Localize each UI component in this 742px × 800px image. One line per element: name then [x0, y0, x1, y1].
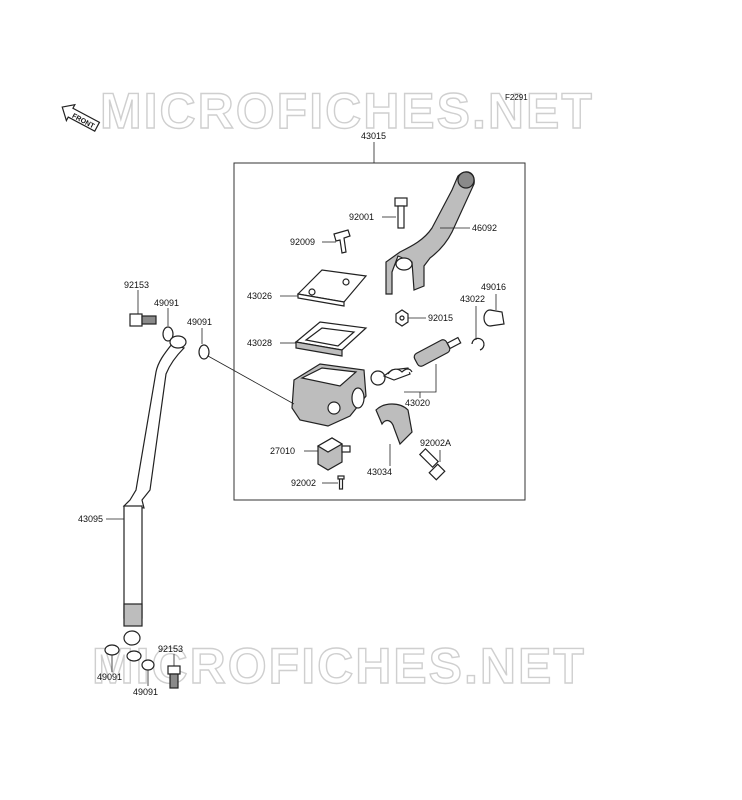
diaphragm	[294, 321, 368, 357]
brake-switch	[316, 437, 351, 471]
cap-screw	[333, 229, 351, 254]
label-washer-top-a: 49091	[154, 298, 179, 308]
label-clamp-bolt: 92002A	[420, 438, 451, 448]
brake-hose	[122, 335, 187, 646]
label-banjo-bolt-bottom: 92153	[158, 644, 183, 654]
brake-lever	[385, 171, 475, 295]
label-boot: 49016	[481, 282, 506, 292]
lever-nut	[395, 309, 409, 327]
piston-kit	[382, 336, 462, 381]
label-lever: 46092	[472, 223, 497, 233]
reservoir-cap	[296, 269, 368, 307]
label-banjo-bolt-top: 92153	[124, 280, 149, 290]
circlip	[471, 337, 485, 351]
washer-bottom-b	[141, 659, 155, 671]
washer-top-a	[162, 326, 174, 342]
label-diaphragm: 43028	[247, 338, 272, 348]
switch-screw	[337, 475, 345, 490]
leader-piston-kit	[404, 364, 437, 393]
figure-code: F2291	[505, 93, 528, 102]
connector-line	[207, 355, 295, 405]
clamp-bolt	[418, 447, 446, 481]
label-washer-bottom-b: 49091	[133, 687, 158, 697]
label-cap-screw: 92009	[290, 237, 315, 247]
label-circlip: 43022	[460, 294, 485, 304]
label-lever-nut: 92015	[428, 313, 453, 323]
label-reservoir-cap: 43026	[247, 291, 272, 301]
label-switch: 27010	[270, 446, 295, 456]
washer-bottom-a	[104, 644, 120, 656]
boot	[483, 309, 505, 327]
assembly-frame	[233, 162, 526, 501]
washer-top-b	[198, 344, 210, 360]
label-hose: 43095	[78, 514, 103, 524]
banjo-bolt-bottom	[167, 665, 181, 689]
front-arrow-icon: FRONT	[61, 103, 101, 132]
banjo-bolt-top	[129, 313, 157, 327]
label-assembly: 43015	[361, 131, 386, 141]
label-lever-bolt: 92001	[349, 212, 374, 222]
label-washer-bottom-a: 49091	[97, 672, 122, 682]
master-cylinder-body	[291, 363, 386, 427]
label-washer-top-b: 49091	[187, 317, 212, 327]
watermark-top: MICROFICHES.NET	[100, 83, 594, 139]
label-piston-kit: 43020	[405, 398, 430, 408]
label-switch-screw: 92002	[291, 478, 316, 488]
lever-bolt	[394, 197, 408, 229]
label-clamp: 43034	[367, 467, 392, 477]
clamp	[375, 403, 413, 446]
